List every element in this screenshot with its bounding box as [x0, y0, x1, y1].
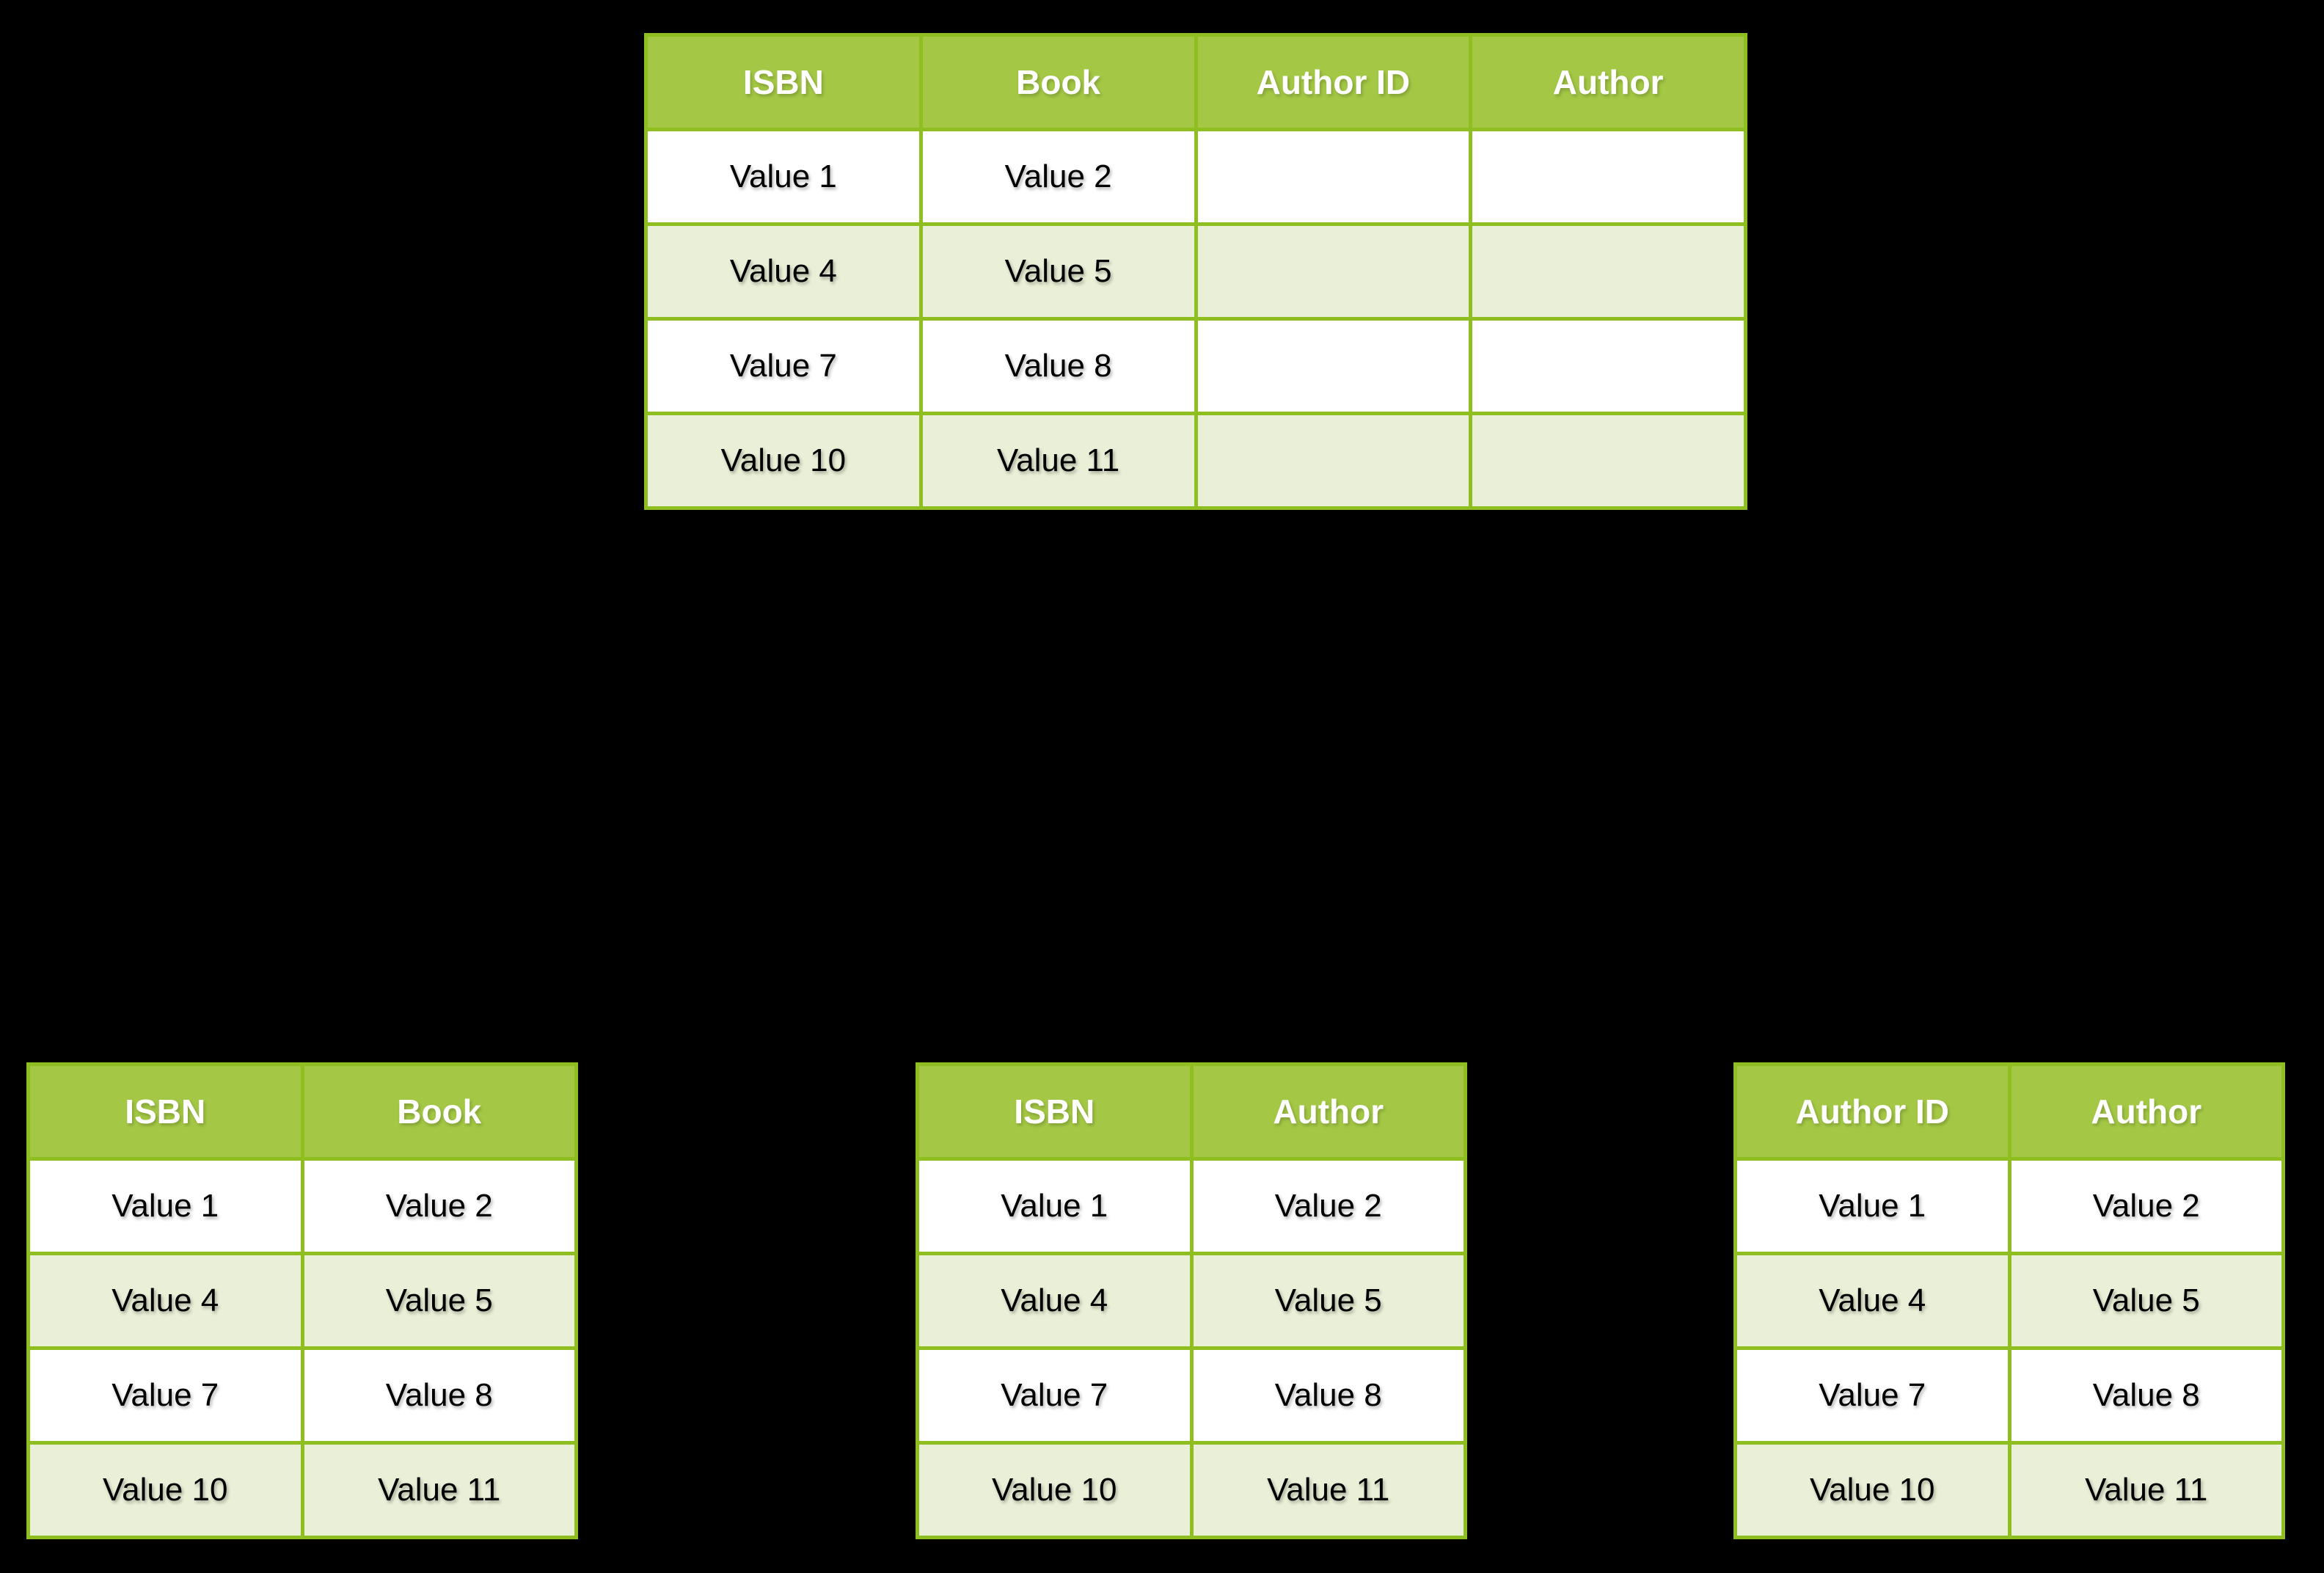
table-cell: Value 10 [1737, 1445, 2008, 1536]
table-cell: Value 2 [304, 1161, 574, 1252]
table-cell: Value 7 [648, 321, 919, 412]
table-cell: Value 11 [922, 415, 1194, 506]
column-header: Author [1193, 1066, 1464, 1157]
table-cell: Value 8 [922, 321, 1194, 412]
table-cell: Value 5 [1193, 1255, 1464, 1346]
column-header: ISBN [648, 37, 919, 128]
table-cell: Value 7 [1737, 1350, 2008, 1441]
table-cell: Value 4 [648, 226, 919, 317]
table-cell: Value 4 [1737, 1255, 2008, 1346]
table-cell: Value 8 [2011, 1350, 2281, 1441]
table-cell [1197, 415, 1469, 506]
column-header: ISBN [30, 1066, 301, 1157]
table-cell: Value 4 [919, 1255, 1190, 1346]
table-cell: Value 1 [1737, 1161, 2008, 1252]
column-header: Author ID [1737, 1066, 2008, 1157]
table-cell: Value 7 [919, 1350, 1190, 1441]
table-cell: Value 5 [304, 1255, 574, 1346]
table-cell [1197, 131, 1469, 222]
table-cell: Value 11 [2011, 1445, 2281, 1536]
table-cell: Value 11 [304, 1445, 574, 1536]
table-cell: Value 2 [922, 131, 1194, 222]
table-cell: Value 10 [919, 1445, 1190, 1536]
table-cell: Value 1 [919, 1161, 1190, 1252]
table-cell: Value 1 [30, 1161, 301, 1252]
column-header: Author ID [1197, 37, 1469, 128]
table-cell: Value 2 [2011, 1161, 2281, 1252]
table-cell: Value 4 [30, 1255, 301, 1346]
table-cell [1472, 321, 1744, 412]
table-cell: Value 5 [2011, 1255, 2281, 1346]
column-header: ISBN [919, 1066, 1190, 1157]
table-cell: Value 2 [1193, 1161, 1464, 1252]
table-cell [1472, 131, 1744, 222]
table-cell [1197, 226, 1469, 317]
table-cell: Value 8 [304, 1350, 574, 1441]
table-cell: Value 10 [648, 415, 919, 506]
table-cell: Value 1 [648, 131, 919, 222]
column-header: Book [304, 1066, 574, 1157]
table-cell: Value 8 [1193, 1350, 1464, 1441]
table-cell [1197, 321, 1469, 412]
table-cell: Value 10 [30, 1445, 301, 1536]
table-cell [1472, 226, 1744, 317]
table-cell: Value 7 [30, 1350, 301, 1441]
table-cell [1472, 415, 1744, 506]
table-cell: Value 5 [922, 226, 1194, 317]
column-header: Author [2011, 1066, 2281, 1157]
column-header: Book [922, 37, 1194, 128]
table-cell: Value 11 [1193, 1445, 1464, 1536]
column-header: Author [1472, 37, 1744, 128]
